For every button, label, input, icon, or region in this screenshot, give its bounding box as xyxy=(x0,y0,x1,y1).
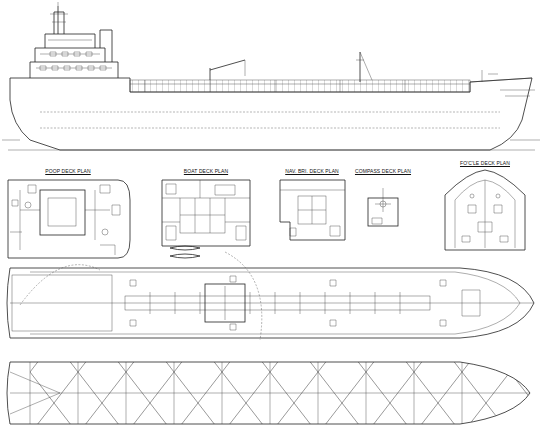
forecastle-deck-plan xyxy=(445,170,525,250)
nav-bridge-deck-plan xyxy=(280,180,345,240)
view-title: POOP DECK PLAN xyxy=(44,168,92,174)
view-title: NAV. BRI. DECK PLAN xyxy=(284,168,340,174)
profile-view xyxy=(2,2,540,150)
view-title: COMPASS DECK PLAN xyxy=(354,168,412,174)
compass-deck-plan xyxy=(368,188,398,226)
bottom-plan xyxy=(7,362,530,424)
view-title: BOAT DECK PLAN xyxy=(183,168,229,174)
boat-deck-plan xyxy=(162,180,250,258)
poop-deck-plan xyxy=(8,180,130,258)
upper-deck-plan xyxy=(7,252,534,340)
view-title: FO'C'LE DECK PLAN xyxy=(459,160,511,166)
